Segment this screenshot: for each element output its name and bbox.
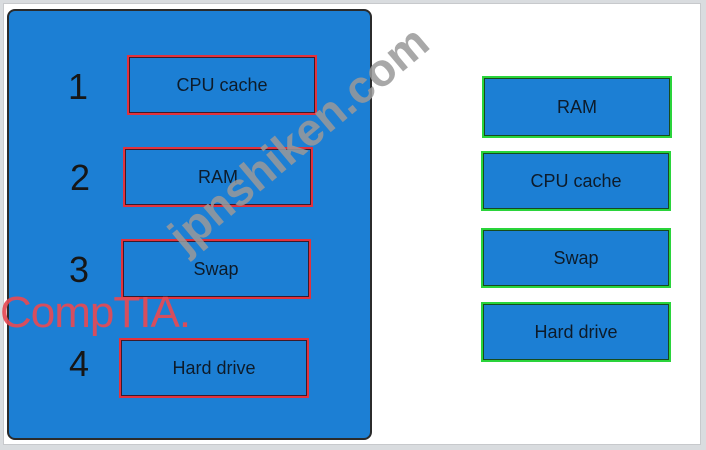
answer-slot-2-label: RAM bbox=[198, 166, 238, 187]
slot-number-1: 1 bbox=[67, 66, 89, 107]
answer-slot-2[interactable]: RAM bbox=[123, 147, 313, 207]
option-ram-label: RAM bbox=[557, 96, 597, 117]
answer-slot-1[interactable]: CPU cache bbox=[127, 55, 317, 115]
answer-slot-4[interactable]: Hard drive bbox=[119, 338, 309, 398]
option-hard-drive[interactable]: Hard drive bbox=[481, 302, 671, 362]
answer-slot-4-label: Hard drive bbox=[172, 357, 256, 378]
option-swap[interactable]: Swap bbox=[481, 228, 671, 288]
slot-number-2: 2 bbox=[69, 157, 91, 198]
answer-slot-3[interactable]: Swap bbox=[121, 239, 311, 299]
option-hard-drive-label: Hard drive bbox=[534, 321, 618, 342]
slot-number-4: 4 bbox=[68, 343, 90, 384]
answer-slot-3-label: Swap bbox=[193, 258, 239, 279]
option-swap-label: Swap bbox=[553, 247, 599, 268]
slot-number-3: 3 bbox=[68, 249, 90, 290]
answer-slot-1-label: CPU cache bbox=[176, 74, 268, 95]
option-cpu-cache[interactable]: CPU cache bbox=[481, 151, 671, 211]
option-cpu-cache-label: CPU cache bbox=[530, 170, 622, 191]
option-ram[interactable]: RAM bbox=[482, 76, 672, 138]
